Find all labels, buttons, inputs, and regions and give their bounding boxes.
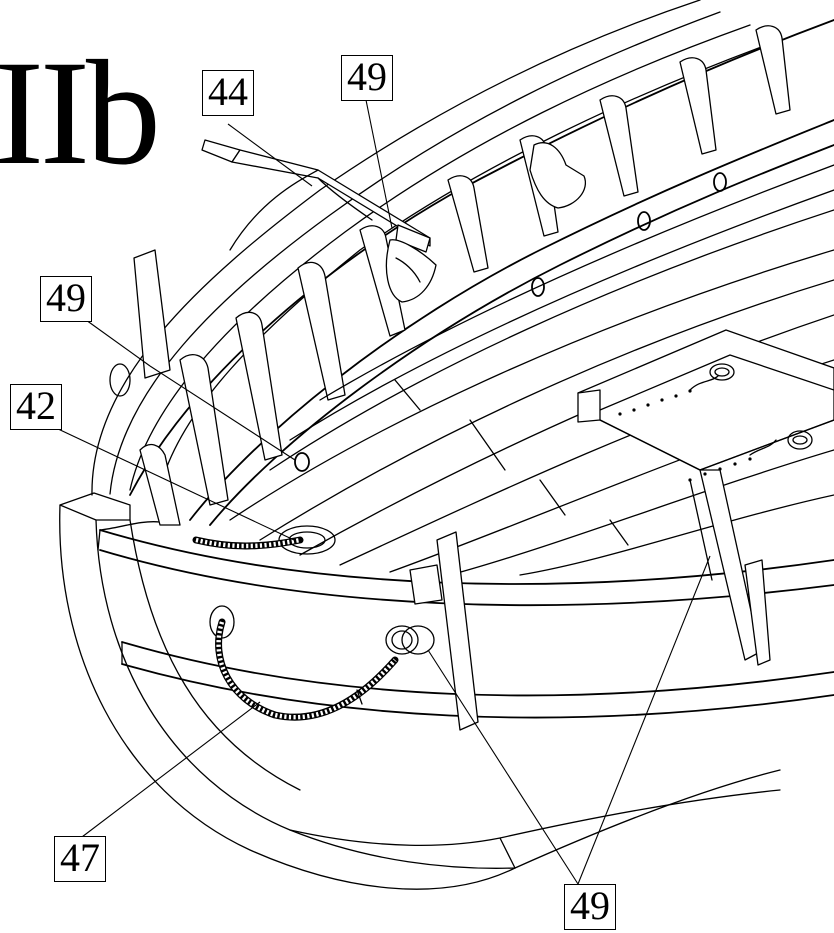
tholes bbox=[133, 249, 479, 731]
callout-42: 42 bbox=[10, 384, 62, 430]
rope-coils bbox=[192, 536, 399, 721]
callout-44: 44 bbox=[202, 70, 254, 116]
callout-47: 47 bbox=[54, 836, 106, 882]
frames bbox=[139, 25, 791, 526]
callout-49-top: 49 bbox=[341, 55, 393, 101]
rings bbox=[109, 363, 435, 655]
callout-49-bottom: 49 bbox=[564, 884, 616, 930]
oar-blade bbox=[201, 139, 586, 303]
callout-49-left: 49 bbox=[40, 276, 92, 322]
callout-leaders bbox=[55, 99, 711, 885]
figure-title: IIb bbox=[0, 30, 161, 196]
oars-thwart bbox=[577, 329, 834, 666]
oarlock-holes bbox=[294, 172, 727, 472]
